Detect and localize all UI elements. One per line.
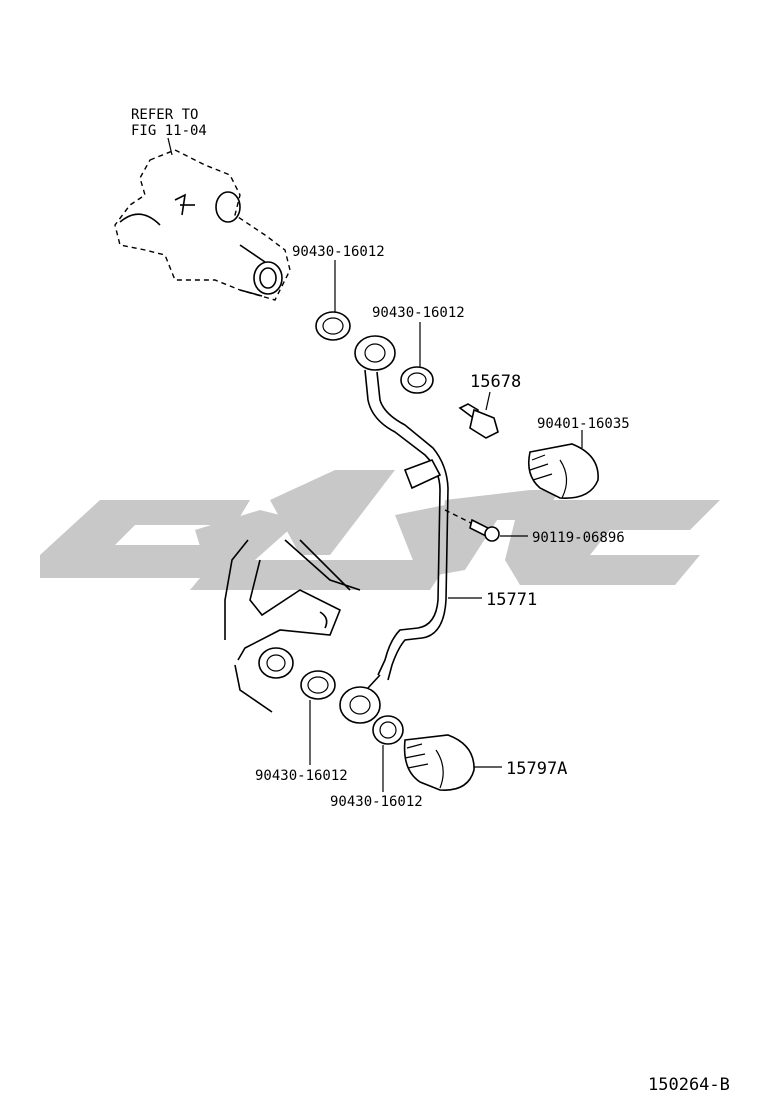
oil-pressure-switch[interactable] (458, 391, 499, 439)
label-bolt: 90119-06896 (532, 530, 625, 546)
label-oil-pipe: 15771 (486, 590, 537, 610)
lower-housing (224, 539, 361, 713)
gasket-upper-left[interactable] (315, 260, 351, 341)
label-switch: 15678 (470, 372, 521, 392)
label-union-bolt-upper: 90401-16035 (537, 416, 630, 432)
label-gasket-upper-right: 90430-16012 (372, 305, 465, 321)
diagram-id: 150264-B (648, 1075, 730, 1095)
oil-pipe[interactable] (339, 335, 482, 724)
gasket-lower-right[interactable] (372, 715, 404, 792)
engine-housing-reference (114, 149, 291, 301)
gasket-upper-right[interactable] (400, 322, 434, 394)
label-gasket-lower-left: 90430-16012 (255, 768, 348, 784)
label-gasket-lower-right: 90430-16012 (330, 794, 423, 810)
bolt[interactable] (444, 509, 528, 542)
refer-note-line2: FIG 11-04 (131, 123, 207, 139)
refer-note-line1: REFER TO (131, 107, 198, 123)
label-union-bolt-lower: 15797A (506, 759, 567, 779)
gasket-lower-left[interactable] (300, 670, 336, 765)
union-bolt-lower[interactable] (403, 734, 502, 791)
label-gasket-upper-left: 90430-16012 (292, 244, 385, 260)
union-bolt-upper[interactable] (527, 430, 599, 499)
